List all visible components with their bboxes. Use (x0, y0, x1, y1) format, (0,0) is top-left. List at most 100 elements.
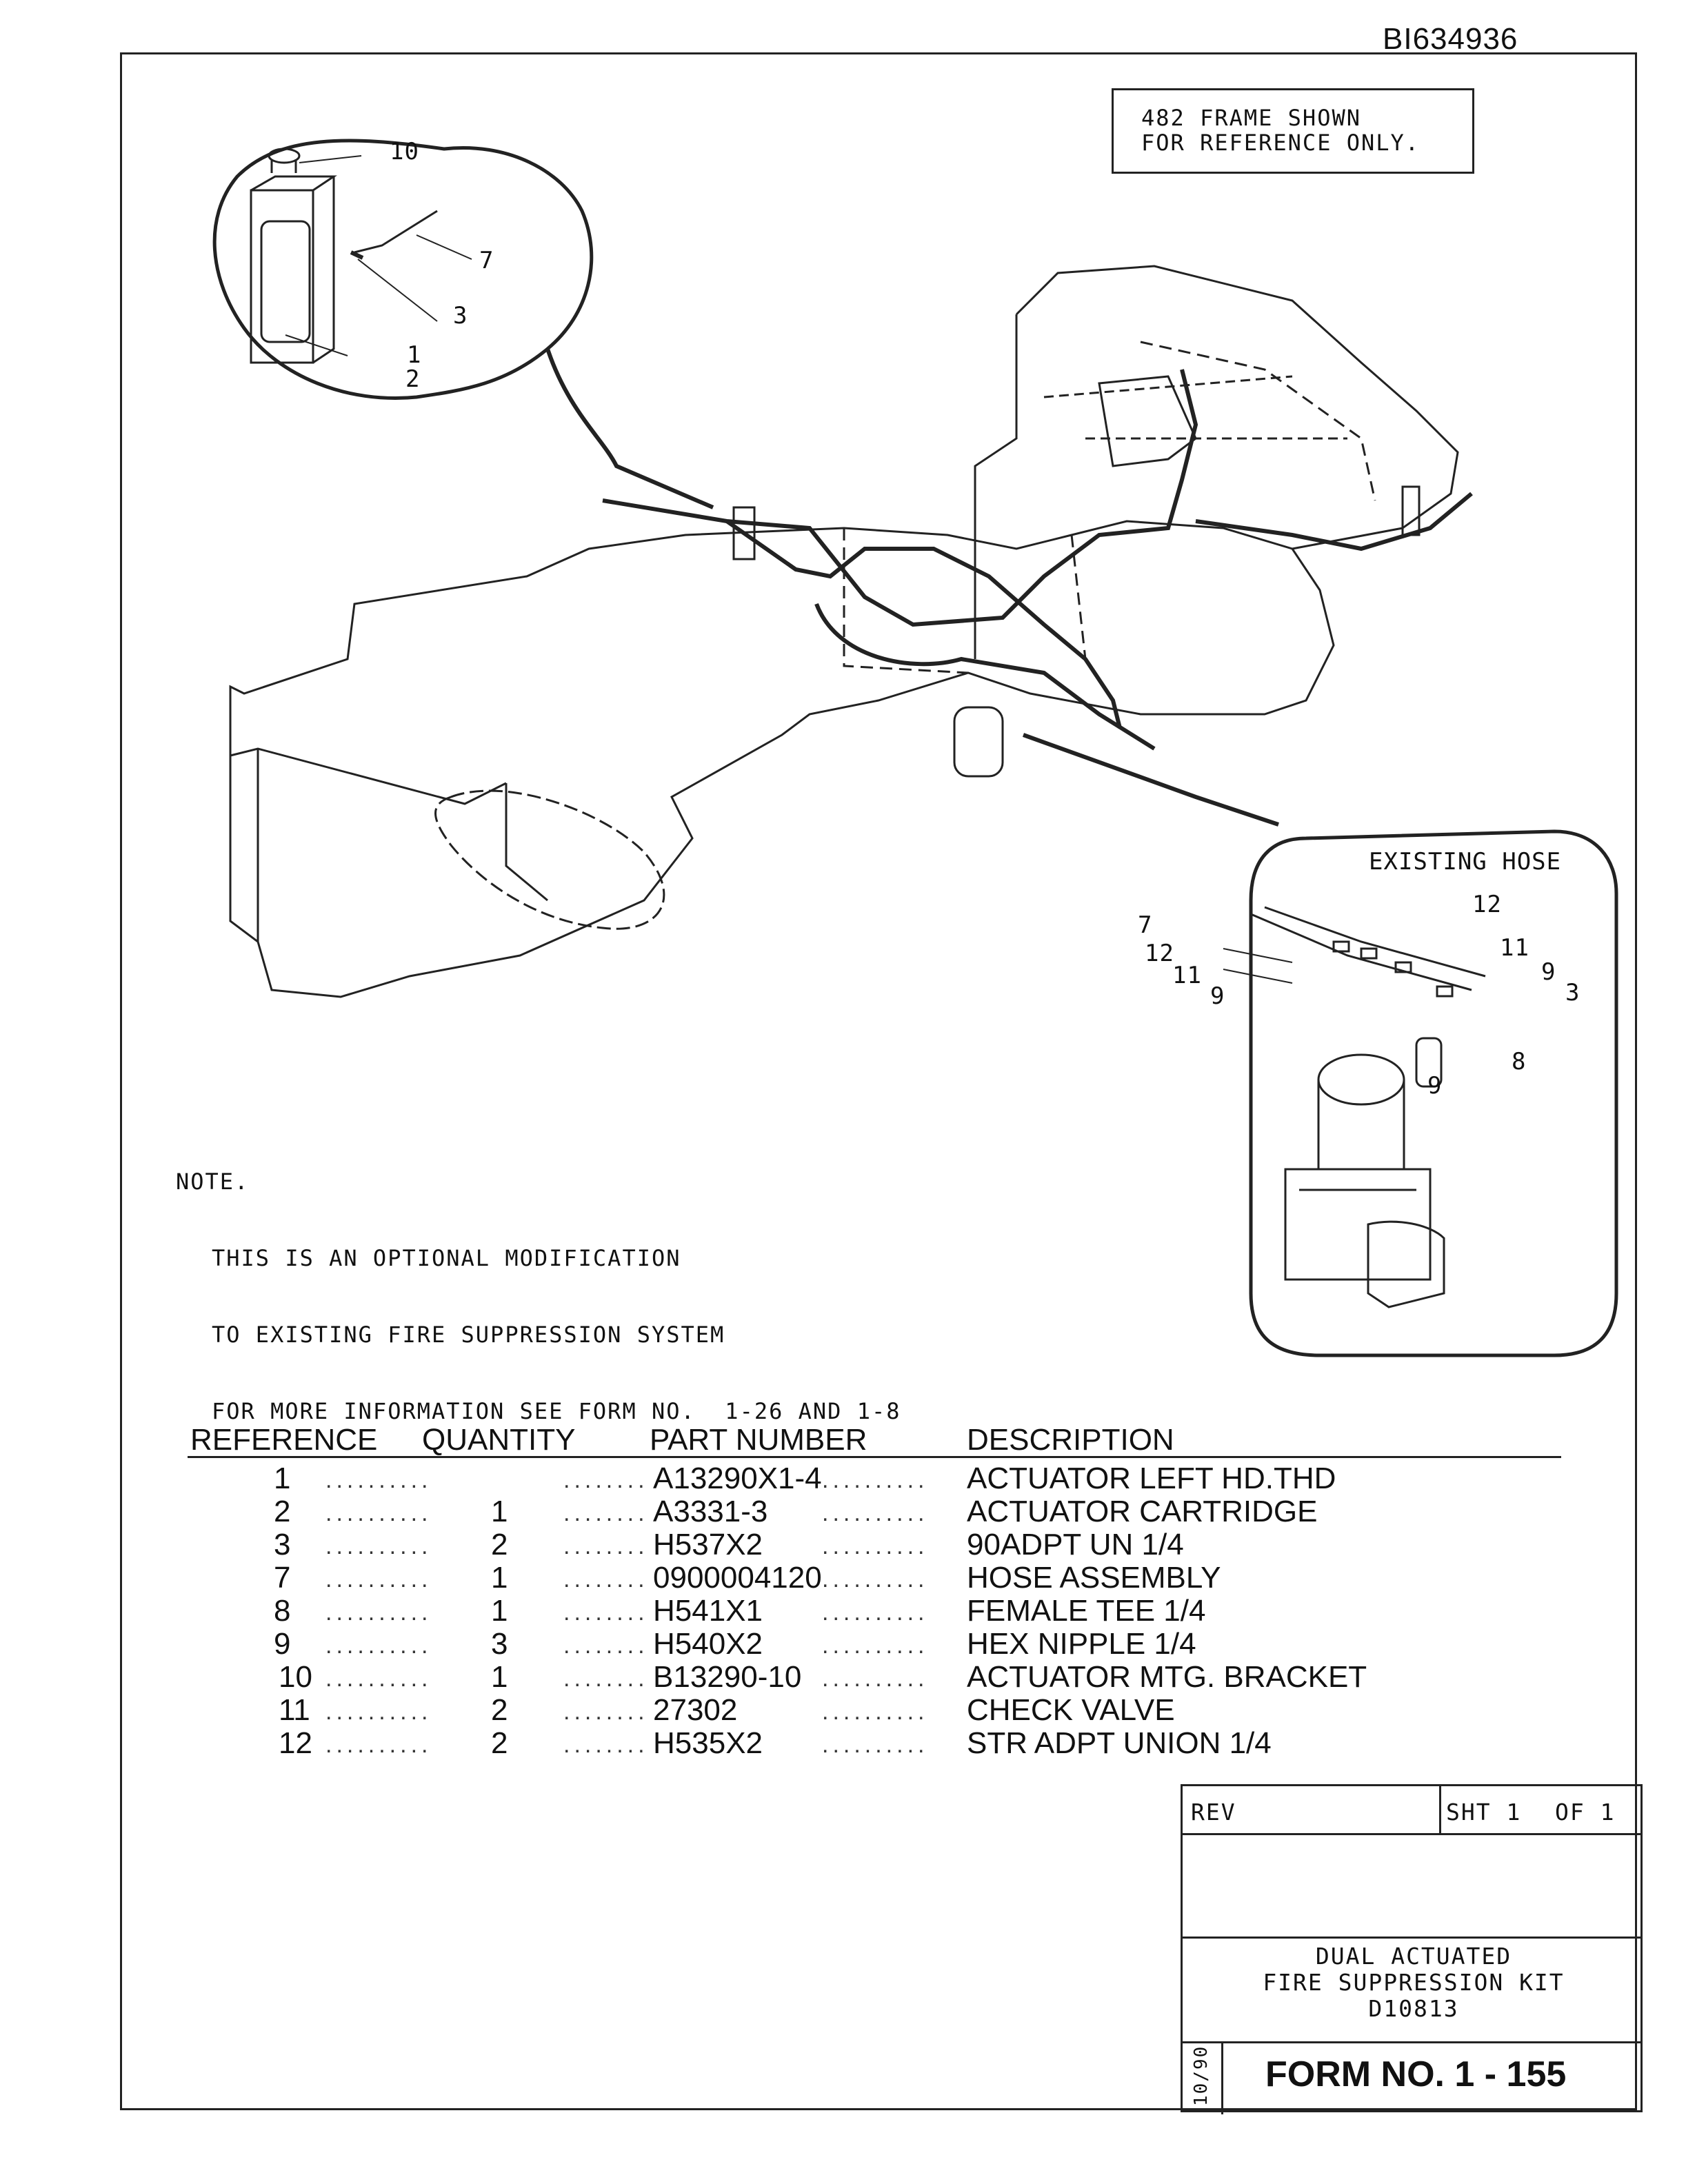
part-number-cell: 0900004120 (653, 1561, 822, 1595)
callout-label: 9 (1210, 982, 1225, 1010)
description-cell: 90ADPT UN 1/4 (967, 1528, 1184, 1561)
dot-leader: .......... (822, 1467, 929, 1493)
part-number-cell: A3331-3 (653, 1495, 768, 1528)
note-line: FOR MORE INFORMATION SEE FORM NO. 1-26 A… (212, 1398, 901, 1424)
table-row: 9 3 H540X2 HEX NIPPLE 1/4..................… (188, 1627, 1561, 1661)
description-cell: ACTUATOR MTG. BRACKET (967, 1660, 1367, 1694)
actuator-bracket (250, 189, 314, 364)
qty-cell: 1 (491, 1561, 508, 1595)
qty-cell: 1 (491, 1660, 508, 1694)
dot-leader: .......... (563, 1666, 646, 1692)
detail-leader (545, 348, 714, 509)
callout-label: 3 (1565, 979, 1580, 1007)
part-number-cell: H541X1 (653, 1594, 763, 1628)
sheet-of-label: OF 1 (1555, 1799, 1616, 1826)
dot-leader: .......... (822, 1632, 929, 1659)
note-line: TO EXISTING FIRE SUPPRESSION SYSTEM (212, 1322, 725, 1348)
dot-leader: .......... (563, 1500, 646, 1526)
callout-label: 8 (1512, 1048, 1527, 1075)
ref-cell: 3 (274, 1528, 291, 1561)
dot-leader: .......... (822, 1566, 929, 1593)
revision-date: 10/90 (1191, 2045, 1212, 2106)
title-block: REV SHT 1 OF 1 DUAL ACTUATED FIRE SUPPRE… (1181, 1784, 1645, 2114)
note-heading: NOTE. (176, 1169, 250, 1195)
dot-leader: .......... (325, 1699, 432, 1725)
callout-label: 2 (405, 365, 421, 393)
header-part-number: PART NUMBER (650, 1423, 867, 1457)
callout-label: 10 (390, 138, 419, 165)
ref-cell: 7 (274, 1561, 291, 1595)
dot-leader: .......... (325, 1566, 432, 1593)
qty-cell: 3 (491, 1627, 508, 1661)
hose-route-4 (1195, 492, 1473, 552)
dot-leader: .......... (822, 1500, 929, 1526)
dot-leader: .......... (563, 1632, 646, 1659)
rev-label: REV (1191, 1799, 1236, 1826)
bottom-detail-circle (1249, 829, 1618, 1357)
frame-drawing (212, 139, 1618, 1357)
dot-leader: .......... (325, 1599, 432, 1626)
ref-cell: 9 (274, 1627, 291, 1661)
callout-label: 12 (1472, 891, 1502, 918)
description-cell: ACTUATOR LEFT HD.THD (967, 1462, 1336, 1495)
hose-route-1 (602, 369, 1198, 627)
callout-label: 9 (1427, 1072, 1443, 1100)
header-reference: REFERENCE (190, 1423, 378, 1457)
description-cell: STR ADPT UNION 1/4 (967, 1726, 1272, 1760)
qty-cell: 2 (491, 1528, 508, 1561)
hose-route-3 (814, 603, 1156, 751)
dot-leader: .......... (822, 1732, 929, 1758)
table-row: 10 1 B13290-10 ACTUATOR MTG. BRACKET.......… (188, 1660, 1561, 1694)
description-cell: HOSE ASSEMBLY (967, 1561, 1221, 1595)
description-cell: ACTUATOR CARTRIDGE (967, 1495, 1318, 1528)
part-number-cell: A13290X1-4 (653, 1462, 822, 1495)
form-number: FORM NO. 1 - 155 (1265, 2054, 1567, 2094)
dot-leader: .......... (822, 1533, 929, 1559)
dot-leader: .......... (325, 1632, 432, 1659)
part-number-cell: H540X2 (653, 1627, 763, 1661)
ref-cell: 12 (279, 1726, 312, 1760)
dot-leader: .......... (822, 1699, 929, 1725)
ref-cell: 1 (274, 1462, 291, 1495)
chassis-outline (229, 520, 1335, 998)
dot-leader: .......... (325, 1732, 432, 1758)
dot-leader: .......... (822, 1599, 929, 1626)
callout-label: 7 (1138, 911, 1153, 939)
dot-leader: .......... (563, 1566, 646, 1593)
part-number-cell: H535X2 (653, 1726, 763, 1760)
note-line: THIS IS AN OPTIONAL MODIFICATION (212, 1245, 681, 1271)
title-line: FIRE SUPPRESSION KIT (1263, 1969, 1565, 1996)
callout-label: 7 (479, 247, 494, 274)
detail-leader-2 (1022, 733, 1279, 827)
description-cell: FEMALE TEE 1/4 (967, 1594, 1206, 1628)
sheet-label: SHT 1 (1446, 1799, 1522, 1826)
drawing-frame (120, 52, 1637, 2110)
existing-hose-label: EXISTING HOSE (1369, 848, 1562, 876)
ref-cell: 10 (279, 1660, 312, 1694)
dot-leader: .......... (822, 1666, 929, 1692)
title-line: DUAL ACTUATED (1315, 1943, 1512, 1970)
callout-label: 9 (1541, 958, 1556, 986)
part-number-cell: B13290-10 (653, 1660, 802, 1694)
reference-note-line: 482 FRAME SHOWN (1141, 105, 1361, 131)
callout-label: 3 (453, 302, 468, 330)
document-id: BI634936 (1383, 22, 1518, 56)
callout-label: 12 (1145, 940, 1174, 967)
part-number-cell: H537X2 (653, 1528, 763, 1561)
description-cell: HEX NIPPLE 1/4 (967, 1627, 1196, 1661)
part-number-cell: 27302 (653, 1693, 738, 1727)
callout-label: 11 (1500, 934, 1529, 962)
qty-cell: 2 (491, 1693, 508, 1727)
dot-leader: .......... (563, 1732, 646, 1758)
dot-leader: .......... (325, 1500, 432, 1526)
table-row: 7 1 0900004120 HOSE ASSEMBLY...............… (188, 1561, 1561, 1595)
dot-leader: .......... (325, 1666, 432, 1692)
ref-cell: 2 (274, 1495, 291, 1528)
callout-label: 1 (407, 341, 422, 369)
drawing-title: DUAL ACTUATED FIRE SUPPRESSION KIT D1081… (1183, 1943, 1645, 2022)
reference-note-line: FOR REFERENCE ONLY. (1141, 130, 1421, 156)
